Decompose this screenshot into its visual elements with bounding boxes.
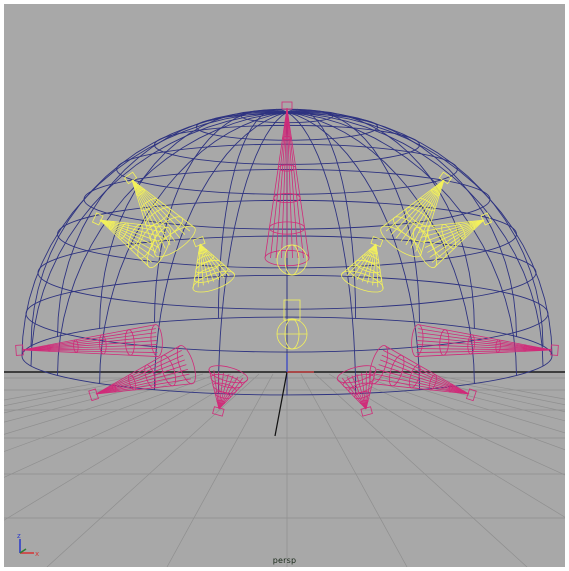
spotlight-low-center-left[interactable]: [198, 362, 249, 420]
axis-z-label: z: [17, 532, 21, 540]
ground-grid: [4, 373, 565, 567]
spotlight-lower-left[interactable]: [84, 343, 199, 414]
axis-x-label: x: [35, 550, 39, 558]
spotlight-yellow-r3[interactable]: [339, 231, 399, 297]
spotlight-left[interactable]: [15, 324, 163, 366]
spotlight-yellow-l2[interactable]: [85, 198, 175, 271]
spotlight-yellow-l1[interactable]: [109, 161, 200, 262]
spotlight-top[interactable]: [264, 101, 310, 267]
spotlight-yellow-l3[interactable]: [177, 231, 237, 297]
spotlight-low-center-right[interactable]: [336, 362, 387, 420]
origin-axis: [274, 354, 314, 437]
spotlight-group[interactable]: [15, 101, 559, 420]
center-yellow-light[interactable]: [276, 244, 308, 350]
spotlight-right[interactable]: [411, 324, 559, 366]
axis-gizmo-icon: x z: [17, 532, 39, 558]
spotlight-yellow-r2[interactable]: [409, 198, 499, 271]
camera-name-label: persp: [272, 556, 297, 565]
spotlight-yellow-r1[interactable]: [377, 161, 468, 262]
spotlight-lower-right[interactable]: [366, 343, 481, 414]
viewport-persp[interactable]: x z persp: [4, 4, 565, 567]
scene-canvas[interactable]: [4, 4, 565, 567]
